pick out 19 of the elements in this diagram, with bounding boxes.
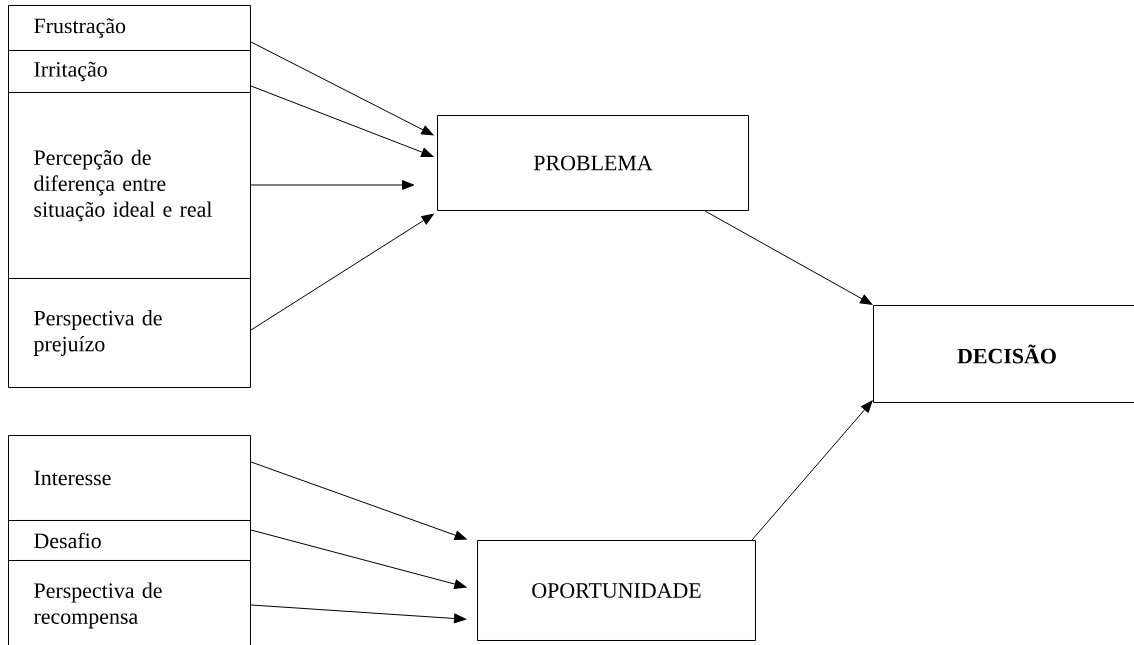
process-box: PROBLEMA <box>437 115 749 211</box>
factor-cell: Perspectiva de prejuízo <box>8 278 251 388</box>
factor-cell: Perspectiva de recompensa <box>8 560 251 645</box>
arrow <box>250 180 415 190</box>
arrow <box>751 400 873 541</box>
arrow <box>704 210 873 305</box>
factor-cell: Desafio <box>8 520 251 561</box>
arrow <box>250 604 467 624</box>
factor-cell: Irritação <box>8 50 251 93</box>
arrow <box>250 461 467 541</box>
process-box: DECISÃO <box>873 305 1134 403</box>
factor-cell: Frustração <box>8 5 251 51</box>
arrow <box>250 41 434 136</box>
arrow <box>250 529 467 589</box>
factor-cell: Interesse <box>8 435 251 521</box>
process-box: OPORTUNIDADE <box>477 540 756 641</box>
arrow <box>250 85 434 157</box>
arrow <box>250 213 434 331</box>
factor-cell: Percepção de diferença entre situação ideal e real <box>8 92 251 279</box>
